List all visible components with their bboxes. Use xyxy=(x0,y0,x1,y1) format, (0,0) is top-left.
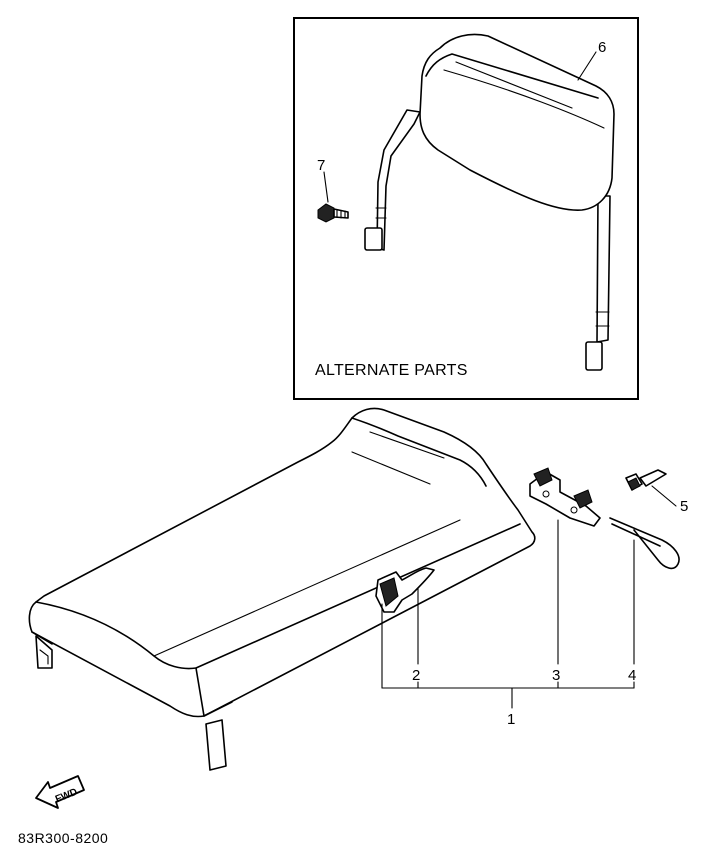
inset-frame xyxy=(293,17,639,400)
inset-caption: ALTERNATE PARTS xyxy=(315,362,468,379)
pin-illustration xyxy=(609,517,680,570)
leader-7 xyxy=(323,171,329,203)
callout-leaders xyxy=(381,485,677,709)
callout-2: 2 xyxy=(412,667,420,684)
callout-6: 6 xyxy=(598,39,606,56)
callout-5: 5 xyxy=(680,498,688,515)
leader-6 xyxy=(577,51,597,81)
alternate-parts-inset: 6 7 ALTERNATE PARTS xyxy=(293,17,639,400)
backrest-illustration xyxy=(364,33,615,371)
drawing-code: 83R300-8200 xyxy=(18,830,108,846)
hinge-illustration xyxy=(529,467,601,527)
callout-4: 4 xyxy=(628,667,636,684)
rivet-illustration xyxy=(625,469,667,491)
front-arrow-icon: FWD xyxy=(35,775,85,809)
callout-1: 1 xyxy=(507,711,515,728)
callout-3: 3 xyxy=(552,667,560,684)
callout-7: 7 xyxy=(317,157,325,174)
bolt-illustration xyxy=(317,203,349,223)
seat-illustration xyxy=(28,407,536,771)
leader-5 xyxy=(651,485,677,507)
latch-illustration xyxy=(375,567,435,613)
